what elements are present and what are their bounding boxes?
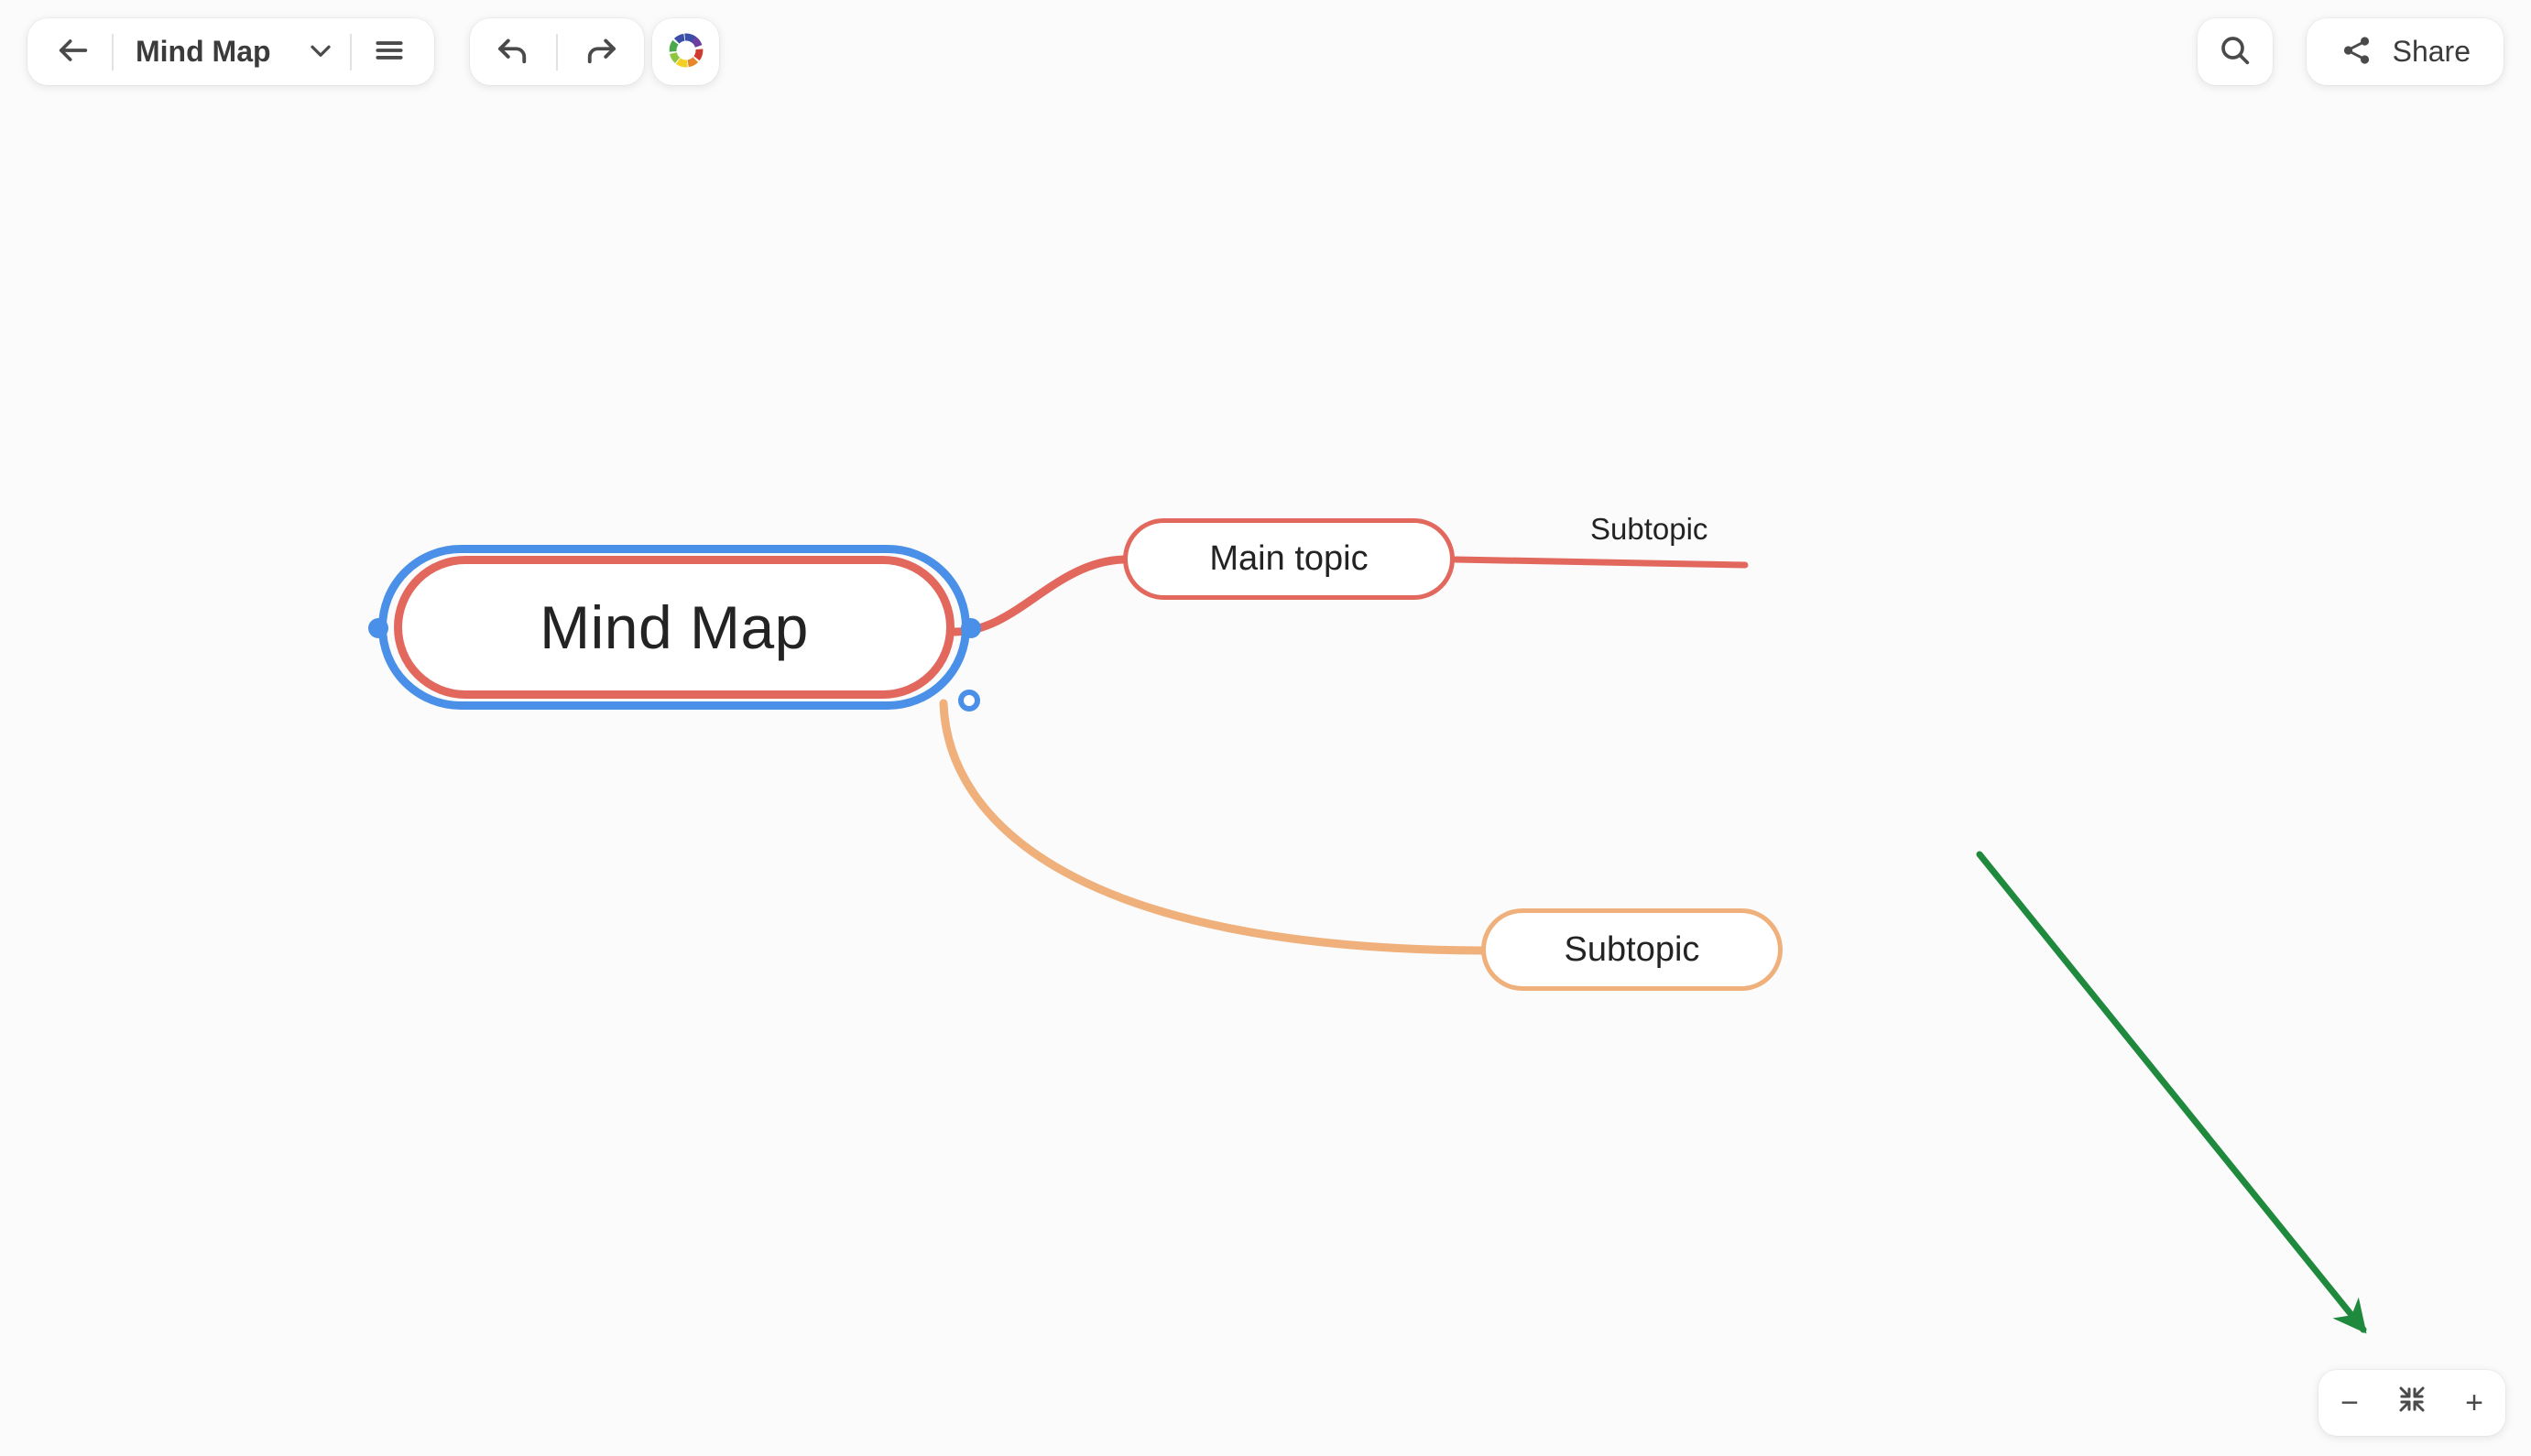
document-toolbar: Mind Map bbox=[27, 18, 434, 85]
history-divider bbox=[556, 33, 558, 71]
title-dropdown-button[interactable] bbox=[291, 18, 350, 85]
redo-arrow-icon bbox=[582, 31, 620, 72]
subtopic-underline-label: Subtopic bbox=[1590, 512, 1708, 546]
menu-button[interactable] bbox=[352, 18, 427, 85]
selection-handle-left[interactable] bbox=[368, 618, 388, 638]
mindmap-node-root[interactable]: Mind Map bbox=[394, 556, 955, 699]
share-button[interactable]: Share bbox=[2306, 18, 2504, 85]
share-label: Share bbox=[2392, 35, 2471, 68]
search-icon bbox=[2217, 32, 2253, 71]
theme-button[interactable] bbox=[652, 18, 719, 85]
green-arrow-annotation[interactable] bbox=[1976, 851, 2367, 1334]
mindmap-label-subtopic-underline[interactable]: Subtopic bbox=[1590, 512, 1707, 547]
theme-toolbar bbox=[652, 18, 719, 85]
selection-handle-right[interactable] bbox=[961, 618, 981, 638]
search-button[interactable] bbox=[2198, 18, 2273, 85]
back-button[interactable] bbox=[35, 18, 112, 85]
connector-main-topic-to-subtopic-label bbox=[1452, 556, 1749, 569]
node-main-topic-label: Main topic bbox=[1209, 539, 1369, 578]
share-icon bbox=[2340, 33, 2374, 71]
toolbar-divider-2 bbox=[349, 33, 352, 71]
undo-button[interactable] bbox=[470, 18, 556, 85]
node-root-label: Mind Map bbox=[540, 593, 809, 661]
selection-handle-add-child[interactable] bbox=[958, 690, 980, 712]
connector-root-to-main-topic bbox=[950, 555, 1128, 636]
hamburger-menu-icon bbox=[372, 33, 407, 71]
undo-arrow-icon bbox=[494, 31, 532, 72]
document-title[interactable]: Mind Map bbox=[136, 35, 271, 68]
zoom-in-button[interactable]: + bbox=[2443, 1370, 2505, 1436]
history-toolbar bbox=[470, 18, 644, 85]
redo-button[interactable] bbox=[558, 18, 644, 85]
zoom-out-button[interactable]: − bbox=[2318, 1370, 2381, 1436]
mindmap-node-main-topic[interactable]: Main topic bbox=[1123, 518, 1455, 600]
fit-to-screen-icon bbox=[2395, 1383, 2428, 1424]
color-wheel-icon bbox=[667, 31, 705, 72]
zoom-controls: − + bbox=[2318, 1370, 2505, 1436]
mindmap-node-subtopic[interactable]: Subtopic bbox=[1481, 908, 1783, 991]
fit-to-screen-button[interactable] bbox=[2381, 1370, 2443, 1436]
arrow-left-icon bbox=[55, 32, 92, 71]
chevron-down-icon bbox=[304, 34, 337, 70]
node-subtopic-label: Subtopic bbox=[1564, 929, 1700, 969]
connector-root-to-subtopic bbox=[939, 699, 1486, 955]
toolbar-divider-1 bbox=[112, 33, 114, 71]
